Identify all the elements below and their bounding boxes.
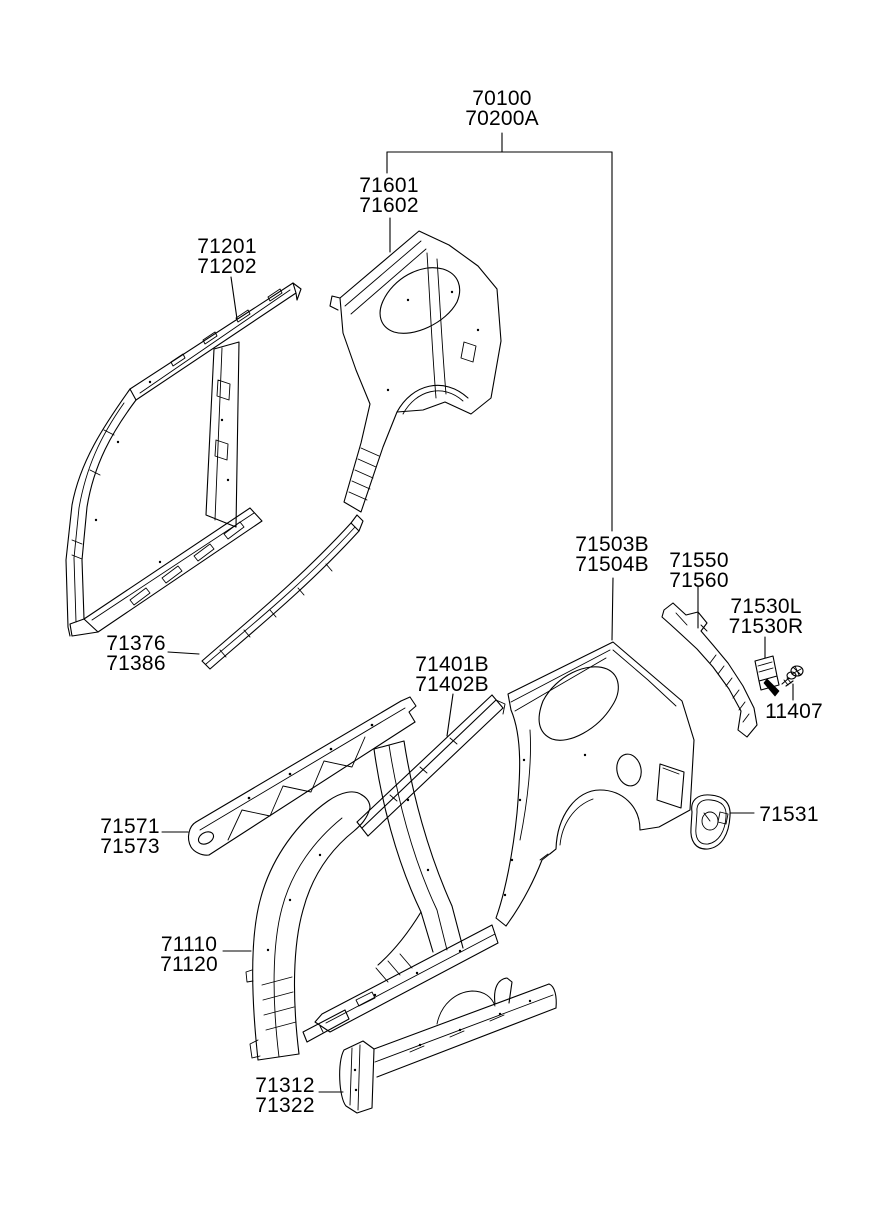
part-label-71601-71602: 71601 71602 <box>359 174 419 217</box>
quarter-outer-panel-drawing <box>495 641 695 927</box>
quarter-inner-panel-drawing <box>329 230 502 513</box>
part-number: 71201 <box>197 235 257 258</box>
part-number: 71503B <box>575 533 649 556</box>
part-number: 11407 <box>765 700 823 723</box>
part-number: 71602 <box>359 193 419 217</box>
part-label-71531: 71531 <box>759 803 819 826</box>
part-number: 71571 <box>100 815 160 838</box>
part-number: 70100 <box>472 87 532 110</box>
part-number: 71573 <box>100 834 160 858</box>
part-number: 71560 <box>669 568 729 592</box>
part-label-71401B-71402B: 71401B 71402B <box>415 653 489 696</box>
center-pillar-sill-assembly-drawing <box>314 694 506 1033</box>
part-label-71550-71560: 71550 71560 <box>669 549 729 592</box>
part-label-71110-71120: 71110 71120 <box>160 933 218 976</box>
side-sill-outer-panel-drawing <box>339 977 557 1114</box>
part-number: 71312 <box>255 1074 315 1097</box>
part-number: 71202 <box>197 254 257 278</box>
part-label-71201-71202: 71201 71202 <box>197 235 257 278</box>
part-number: 71120 <box>160 952 218 976</box>
part-number: 71376 <box>106 632 166 655</box>
part-label-71312-71322: 71312 71322 <box>255 1074 315 1117</box>
part-number: 71110 <box>160 933 218 956</box>
fuel-filler-housing-drawing <box>690 794 731 850</box>
front-pillar-inner-rail-drawing <box>201 514 364 670</box>
part-label-71530L-71530R: 71530L 71530R <box>728 595 804 638</box>
part-number: 71401B <box>415 653 489 676</box>
part-number: 71530L <box>730 595 802 618</box>
part-label-71571-71573: 71571 71573 <box>100 815 160 858</box>
part-label-71503B-71504B: 71503B 71504B <box>575 533 649 576</box>
part-label-11407: 11407 <box>765 700 823 723</box>
body-side-inner-frame-drawing <box>65 282 302 637</box>
part-number: 71386 <box>106 651 166 675</box>
part-number: 71504B <box>575 552 649 576</box>
part-number: 71322 <box>255 1093 315 1117</box>
part-number: 71601 <box>359 174 419 197</box>
bolt-screw-drawing <box>781 665 804 687</box>
part-label-70100-70200A: 70100 70200A <box>465 87 539 130</box>
side-sill-inner-rail-drawing <box>187 696 417 856</box>
leader-lines <box>161 132 794 1093</box>
part-label-71376-71386: 71376 71386 <box>106 632 166 675</box>
part-number: 71550 <box>669 549 729 572</box>
part-number: 71530R <box>728 614 804 638</box>
quarter-mounting-bracket-drawing <box>754 655 780 697</box>
part-number: 71402B <box>415 672 489 696</box>
part-number: 71531 <box>759 803 819 826</box>
front-pillar-outer-drawing <box>245 791 371 1061</box>
quarter-extension-bracket-drawing <box>661 602 758 738</box>
part-number: 70200A <box>465 106 539 130</box>
